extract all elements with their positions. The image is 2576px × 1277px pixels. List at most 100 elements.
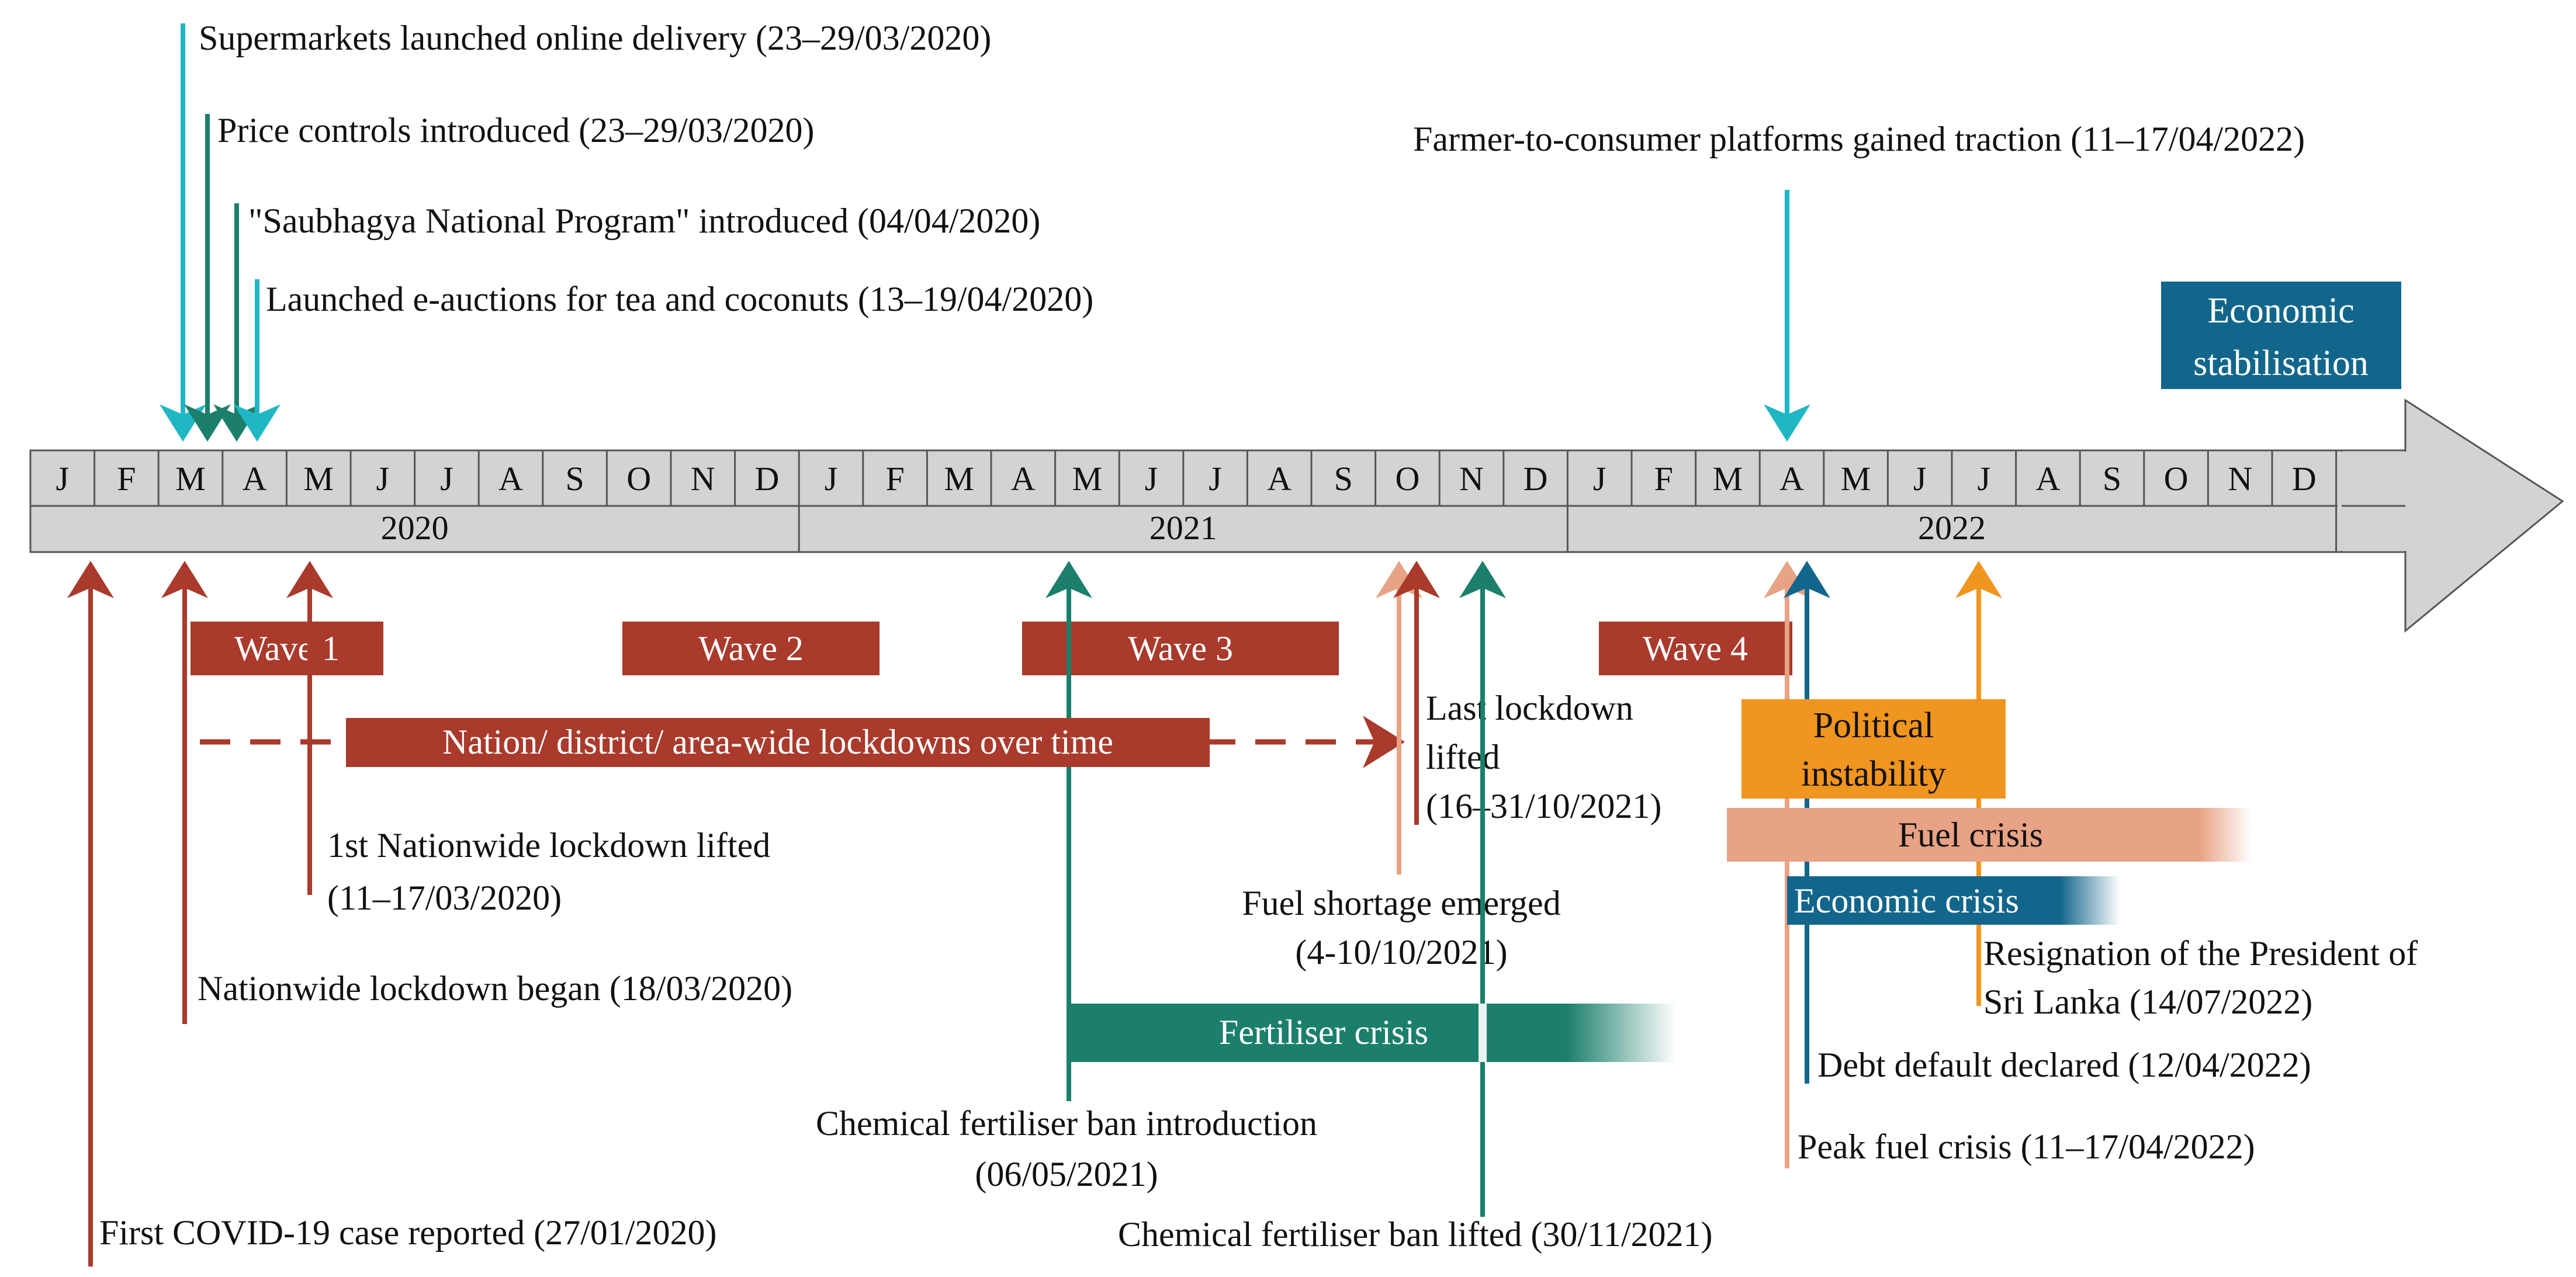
month-label: M: [944, 460, 974, 498]
fuel-shortage-line-1: Fuel shortage emerged: [1242, 884, 1560, 922]
farmer-platforms-label: Farmer-to-consumer platforms gained trac…: [1413, 120, 2305, 158]
month-label: A: [1267, 460, 1292, 498]
lockdowns-label: Nation/ district/ area-wide lockdowns ov…: [442, 723, 1113, 761]
month-label: N: [691, 460, 715, 498]
first-lockdown-lifted-line-2: (11–17/03/2020): [327, 879, 562, 917]
fuel-shortage-event: Fuel shortage emerged (4-10/10/2021): [1242, 561, 1561, 971]
month-label: D: [1524, 460, 1548, 498]
month-label: J: [1978, 460, 1991, 498]
ban-lifted-label: Chemical fertiliser ban lifted (30/11/20…: [1118, 1215, 1712, 1254]
month-label: J: [825, 460, 838, 498]
wave-2-label: Wave 2: [698, 629, 804, 668]
ban-lifted-event: Chemical fertiliser ban lifted (30/11/20…: [1118, 561, 1712, 1254]
last-lockdown-line-1: Last lockdown: [1426, 689, 1633, 727]
wave-1-label: Wave 1: [234, 629, 340, 668]
resignation-line-1: Resignation of the President of: [1983, 934, 2418, 973]
month-label: M: [175, 460, 206, 498]
month-row: [29, 449, 2343, 507]
month-label: F: [1654, 460, 1673, 498]
month-label: M: [1072, 460, 1103, 498]
year-row: [29, 505, 2343, 553]
month-label: A: [243, 460, 267, 498]
timeline-arrowhead: [2404, 398, 2564, 633]
first-lockdown-lifted-line-1: 1st Nationwide lockdown lifted: [327, 826, 770, 865]
month-label: J: [56, 460, 70, 498]
lockdown-began-label: Nationwide lockdown began (18/03/2020): [198, 969, 792, 1008]
month-label: F: [117, 460, 136, 498]
month-label: M: [1713, 460, 1743, 498]
ban-introduction-line-2: (06/05/2021): [975, 1155, 1158, 1193]
month-label: M: [1841, 460, 1871, 498]
month-label: O: [626, 460, 651, 498]
month-label: S: [2103, 460, 2121, 498]
month-label: J: [1209, 460, 1222, 498]
peak-fuel-label: Peak fuel crisis (11–17/04/2022): [1798, 1127, 2255, 1166]
first-case-label: First COVID-19 case reported (27/01/2020…: [99, 1213, 716, 1252]
first-lockdown-lifted-event: 1st Nationwide lockdown lifted (11–17/03…: [286, 561, 770, 917]
political-instability-line-2: instability: [1801, 754, 1946, 794]
saubhagya-event: "Saubhagya National Program" introduced …: [213, 202, 1040, 442]
wave-3-label: Wave 3: [1128, 629, 1233, 668]
fertiliser-crisis-bar: Fertiliser crisis: [1067, 1004, 1676, 1062]
ban-introduction-line-1: Chemical fertiliser ban introduction: [816, 1104, 1317, 1143]
month-label: J: [440, 460, 453, 498]
e-auctions-label: Launched e-auctions for tea and coconuts…: [266, 280, 1093, 318]
supermarkets-event: Supermarkets launched online delivery (2…: [160, 19, 991, 442]
farmer-platforms-event: Farmer-to-consumer platforms gained trac…: [1413, 120, 2305, 442]
month-label: N: [2228, 460, 2252, 498]
e-auctions-event: Launched e-auctions for tea and coconuts…: [234, 279, 1093, 442]
economic-stabilisation-line-1: Economic: [2207, 291, 2354, 331]
wave-1: Wave 1: [191, 622, 383, 675]
economic-stabilisation-line-2: stabilisation: [2193, 343, 2369, 383]
economic-crisis-bar: Economic crisis: [1787, 876, 2120, 925]
wave-2: Wave 2: [622, 622, 880, 675]
price-controls-event: Price controls introduced (23–29/03/2020…: [184, 111, 814, 442]
month-label: A: [1779, 460, 1804, 498]
economic-stabilisation-box: Economic stabilisation: [2161, 282, 2401, 389]
economic-crisis-label: Economic crisis: [1794, 882, 2019, 920]
month-label: S: [565, 460, 584, 498]
last-lockdown-event: Last lockdown lifted (16–31/10/2021): [1393, 561, 1661, 825]
fuel-crisis-label: Fuel crisis: [1898, 816, 2043, 854]
supermarkets-label: Supermarkets launched online delivery (2…: [199, 19, 991, 57]
fuel-shortage-line-2: (4-10/10/2021): [1295, 933, 1507, 971]
month-label: O: [2164, 460, 2189, 498]
resignation-event: Resignation of the President of Sri Lank…: [1955, 561, 2418, 1021]
month-label: F: [885, 460, 904, 498]
month-label: S: [1334, 460, 1353, 498]
debt-default-label: Debt default declared (12/04/2022): [1817, 1046, 2311, 1084]
lockdowns-label-box: Nation/ district/ area-wide lockdowns ov…: [346, 718, 1210, 767]
lockdown-began-event: Nationwide lockdown began (18/03/2020): [161, 561, 792, 1024]
month-label: J: [1593, 460, 1606, 498]
peak-fuel-event: Peak fuel crisis (11–17/04/2022): [1764, 561, 2255, 1168]
last-lockdown-line-3: (16–31/10/2021): [1426, 787, 1661, 825]
price-controls-label: Price controls introduced (23–29/03/2020…: [217, 111, 814, 150]
month-label: A: [1011, 460, 1036, 498]
month-label: D: [2292, 460, 2317, 498]
month-label: J: [1145, 460, 1158, 498]
month-label: J: [1913, 460, 1927, 498]
fertiliser-crisis-label: Fertiliser crisis: [1219, 1013, 1428, 1052]
wave-4: Wave 4: [1599, 622, 1792, 675]
saubhagya-label: "Saubhagya National Program" introduced …: [248, 202, 1040, 240]
month-label: J: [376, 460, 390, 498]
month-label: N: [1459, 460, 1484, 498]
first-case-event: First COVID-19 case reported (27/01/2020…: [67, 561, 716, 1266]
month-label: O: [1395, 460, 1419, 498]
political-instability-box: Political instability: [1741, 699, 2006, 799]
fuel-crisis-bar: Fuel crisis: [1727, 808, 2252, 862]
month-label: M: [303, 460, 334, 498]
month-label: A: [2035, 460, 2060, 498]
month-label: A: [498, 460, 523, 498]
last-lockdown-line-2: lifted: [1426, 738, 1500, 776]
month-label: D: [754, 460, 779, 498]
wave-4-label: Wave 4: [1643, 629, 1748, 668]
year-label: 2022: [1918, 509, 1986, 547]
wave-3: Wave 3: [1022, 622, 1339, 675]
political-instability-line-1: Political: [1813, 706, 1934, 745]
resignation-line-2: Sri Lanka (14/07/2022): [1983, 983, 2312, 1021]
